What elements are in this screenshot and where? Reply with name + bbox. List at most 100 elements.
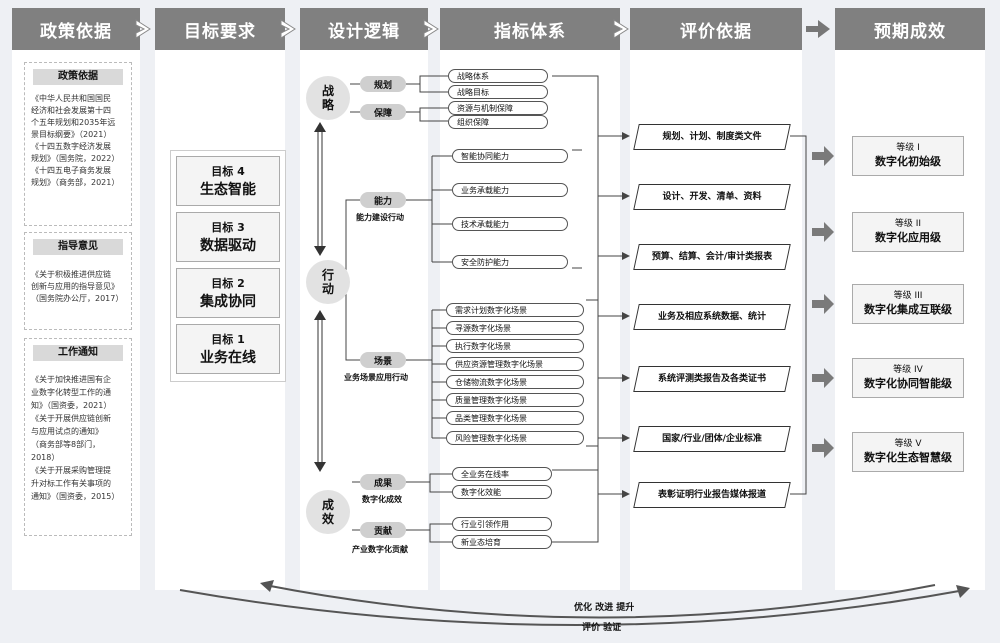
policy-sec2-text: 《关于积极推进供应链创新与应用的指导意见》（国务院办公厅，2017） <box>31 270 124 303</box>
chevron-icon-3 <box>423 19 439 39</box>
header-indicators: 指标体系 <box>440 8 620 50</box>
basis-4: 业务及相应系统数据、统计 <box>633 304 791 330</box>
loop-arc-top <box>264 584 936 619</box>
policy-section-3: 工作通知 《关于加快推进国有企业数字化转型工作的通知》（国资委，2021）《关于… <box>24 338 132 536</box>
goal-3: 目标 3 数据驱动 <box>176 212 280 262</box>
grade-3: 等级 III 数字化集成互联级 <box>852 284 964 324</box>
goal-2-name: 集成协同 <box>200 294 256 310</box>
ind-contrib-1: 行业引领作用 <box>452 517 552 531</box>
grade-2: 等级 II 数字化应用级 <box>852 212 964 252</box>
policy-sec1-title: 政策依据 <box>33 69 123 85</box>
contrib-subtitle: 产业数字化贡献 <box>352 545 408 554</box>
outcome-subtitle: 数字化成效 <box>362 495 402 504</box>
cap-subtitle: 能力建设行动 <box>356 213 404 222</box>
loop-arrow-right-icon <box>956 585 970 598</box>
ind-strategy-2: 战略目标 <box>448 85 548 99</box>
grade-5: 等级 V 数字化生态智慧级 <box>852 432 964 472</box>
tag-contrib: 贡献 <box>360 522 406 538</box>
ind-outcome-1: 全业务在线率 <box>452 467 552 481</box>
arrow-right-icon-g3 <box>812 294 834 314</box>
arrow-right-icon-g1 <box>812 146 834 166</box>
arrow-right-icon-g5 <box>812 438 834 458</box>
basis-7: 表彰证明行业报告媒体报道 <box>633 482 791 508</box>
header-basis: 评价依据 <box>630 8 802 50</box>
goal-2: 目标 2 集成协同 <box>176 268 280 318</box>
ind-scene-5: 仓储物流数字化场景 <box>446 375 584 389</box>
ind-scene-2: 寻源数字化场景 <box>446 321 584 335</box>
ind-scene-4: 供应资源管理数字化场景 <box>446 357 584 371</box>
policy-sec2-title: 指导意见 <box>33 239 123 255</box>
tag-plan: 规划 <box>360 76 406 92</box>
ind-scene-3: 执行数字化场景 <box>446 339 584 353</box>
chevron-icon-4 <box>613 19 629 39</box>
goal-3-num: 目标 3 <box>211 221 245 234</box>
logic-strategy: 战略 <box>306 76 350 120</box>
grade-5-name: 数字化生态智慧级 <box>864 451 952 464</box>
loop-arc-bottom <box>179 589 966 626</box>
basis-6: 国家/行业/团体/企业标准 <box>633 426 791 452</box>
grade-5-level: 等级 V <box>894 439 922 449</box>
arrow-down-icon-2 <box>314 462 326 472</box>
arrow-up-icon-2 <box>314 310 326 320</box>
logic-result: 成效 <box>306 490 350 534</box>
basis-2: 设计、开发、清单、资料 <box>633 184 791 210</box>
scene-subtitle: 业务场景应用行动 <box>344 373 408 382</box>
ind-strategy-1: 战略体系 <box>448 69 548 83</box>
grade-3-name: 数字化集成互联级 <box>864 303 952 316</box>
grade-4-name: 数字化协同智能级 <box>864 377 952 390</box>
grade-1-level: 等级 I <box>896 143 920 153</box>
policy-sec3-title: 工作通知 <box>33 345 123 361</box>
ind-scene-1: 需求计划数字化场景 <box>446 303 584 317</box>
ind-strategy-3: 资源与机制保障 <box>448 101 548 115</box>
arrow-right-icon-g2 <box>812 222 834 242</box>
ind-scene-8: 风险管理数字化场景 <box>446 431 584 445</box>
header-goals: 目标要求 <box>155 8 285 50</box>
ind-cap-1: 智能协同能力 <box>452 149 568 163</box>
ind-cap-3: 技术承载能力 <box>452 217 568 231</box>
tag-outcome: 成果 <box>360 474 406 490</box>
header-arrows <box>135 19 830 39</box>
arrow-right-icon-5 <box>806 20 830 38</box>
arrow-down-icon-1 <box>314 246 326 256</box>
arrow-right-icon-g4 <box>812 368 834 388</box>
ind-scene-6: 质量管理数字化场景 <box>446 393 584 407</box>
goal-1-name: 业务在线 <box>200 350 256 366</box>
grade-1: 等级 I 数字化初始级 <box>852 136 964 176</box>
goal-3-name: 数据驱动 <box>200 238 256 254</box>
grade-1-name: 数字化初始级 <box>875 155 941 168</box>
basis-3: 预算、结算、会计/审计类报表 <box>633 244 791 270</box>
header-logic: 设计逻辑 <box>300 8 428 50</box>
header-policy: 政策依据 <box>12 8 140 50</box>
goal-4: 目标 4 生态智能 <box>176 156 280 206</box>
basis-5: 系统评测类报告及各类证书 <box>633 366 791 392</box>
chevron-icon-1 <box>135 19 151 39</box>
tag-scene: 场景 <box>360 352 406 368</box>
policy-section-1: 政策依据 《中华人民共和国国民经济和社会发展第十四个五年规划和2035年远景目标… <box>24 62 132 226</box>
loop-label-top: 优化 改进 提升 <box>574 603 635 613</box>
logic-action: 行动 <box>306 260 350 304</box>
policy-sec3-text: 《关于加快推进国有企业数字化转型工作的通知》（国资委，2021）《关于开展供应链… <box>31 375 120 501</box>
goal-1-num: 目标 1 <box>211 333 245 346</box>
goals-frame <box>170 150 286 382</box>
goal-4-num: 目标 4 <box>211 165 245 178</box>
grade-4: 等级 IV 数字化协同智能级 <box>852 358 964 398</box>
ind-cap-2: 业务承载能力 <box>452 183 568 197</box>
tag-guard: 保障 <box>360 104 406 120</box>
ind-cap-4: 安全防护能力 <box>452 255 568 269</box>
ind-scene-7: 品类管理数字化场景 <box>446 411 584 425</box>
chevron-icon-2 <box>280 19 296 39</box>
grade-3-level: 等级 III <box>893 291 923 301</box>
loop-arrow-left-icon <box>260 580 274 592</box>
ind-strategy-4: 组织保障 <box>448 115 548 129</box>
policy-sec1-text: 《中华人民共和国国民经济和社会发展第十四个五年规划和2035年远景目标纲要》（2… <box>31 94 120 187</box>
grade-2-name: 数字化应用级 <box>875 231 941 244</box>
goal-1: 目标 1 业务在线 <box>176 324 280 374</box>
ind-contrib-2: 新业态培育 <box>452 535 552 549</box>
loop-label-bottom: 评价 验证 <box>582 623 622 633</box>
ind-outcome-2: 数字化效能 <box>452 485 552 499</box>
goal-2-num: 目标 2 <box>211 277 245 290</box>
policy-section-2: 指导意见 《关于积极推进供应链创新与应用的指导意见》（国务院办公厅，2017） <box>24 232 132 330</box>
basis-1: 规划、计划、制度类文件 <box>633 124 791 150</box>
grade-4-level: 等级 IV <box>893 365 923 375</box>
